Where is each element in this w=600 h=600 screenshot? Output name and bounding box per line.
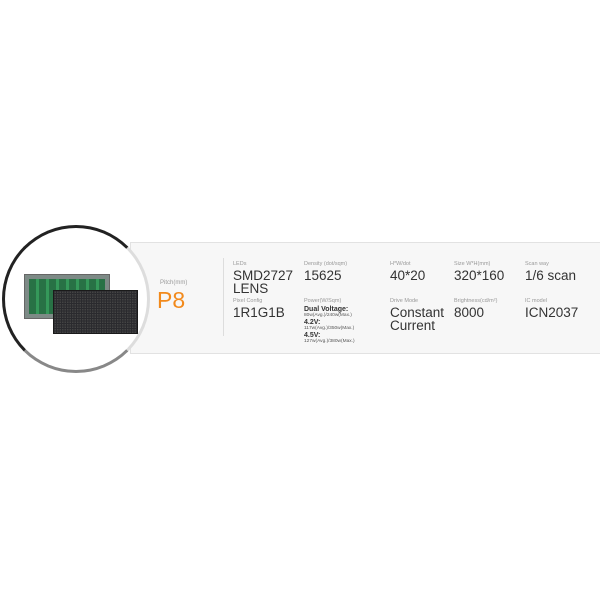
drive-mode-value-line1: Constant [390, 305, 445, 320]
pitch-label: Pitch(mm) [160, 280, 188, 286]
pixel-config-value: 1R1G1B [233, 305, 285, 320]
ic-model-label: IC model [525, 298, 548, 304]
pixel-config-label: Pixel Config [233, 298, 263, 304]
product-image [2, 225, 150, 373]
power-45v-value: 127w(Avg.)/380w(Max.) [304, 339, 355, 344]
ic-model-value: ICN2037 [525, 305, 579, 320]
power-42v-value: 117w(Avg.)/350w(Max.) [304, 326, 355, 331]
scan-value: 1/6 scan [525, 268, 577, 283]
size-label: Size W*H(mm) [454, 261, 491, 267]
pitch-value: P8 [157, 287, 186, 313]
density-label: Density (dot/sqm) [304, 261, 348, 267]
power-42v-title: 4.2V: [304, 319, 321, 326]
power-values: Dual Voltage: 80w(Avg.)/240w(Max.) 4.2V:… [304, 306, 355, 345]
power-label: Power(W/Sqm) [304, 298, 342, 304]
size-value: 320*160 [454, 268, 505, 283]
power-dual-title: Dual Voltage: [304, 306, 349, 313]
hw-dot-label: H*W/dot [390, 261, 411, 267]
divider [223, 258, 224, 336]
brightness-value: 8000 [454, 305, 485, 320]
spec-card [130, 242, 600, 354]
scan-label: Scan way [525, 261, 549, 267]
drive-mode-label: Drive Mode [390, 298, 419, 304]
led-panel-front [53, 290, 138, 334]
hw-dot-value: 40*20 [390, 268, 426, 283]
power-dual-value: 80w(Avg.)/240w(Max.) [304, 313, 352, 318]
power-45v-title: 4.5V: [304, 332, 321, 339]
drive-mode-value-line2: Current [390, 318, 436, 333]
leds-value-line1: SMD2727 [233, 268, 294, 283]
leds-label: LEDs [233, 261, 247, 267]
brightness-label: Brightness(cd/m²) [454, 298, 498, 304]
density-value: 15625 [304, 268, 342, 283]
leds-value-line2: LENS [233, 281, 269, 296]
